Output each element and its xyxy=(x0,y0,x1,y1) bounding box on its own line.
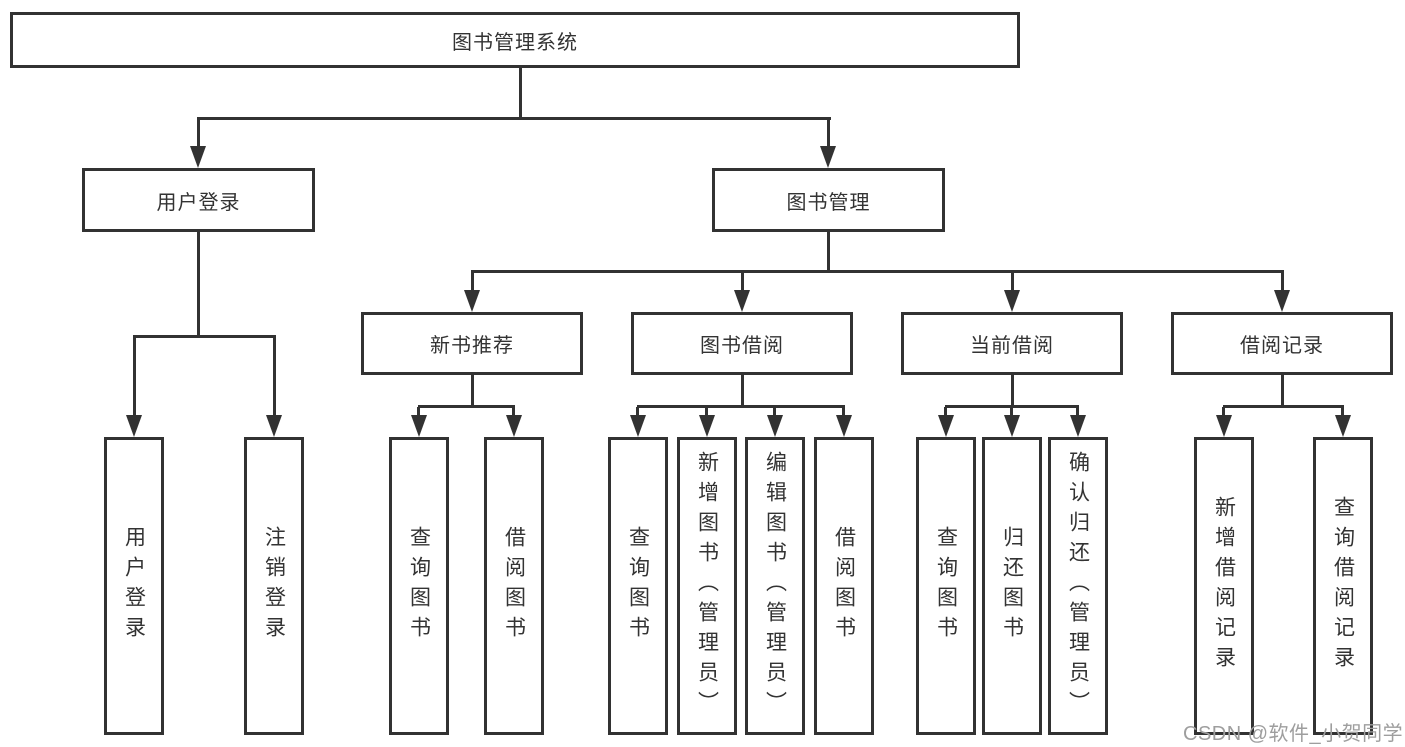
node-user-login-branch-label: 用户登录 xyxy=(156,191,241,214)
arrowhead-g4-leaf2-icon xyxy=(1004,415,1020,437)
node-root-label: 图书管理系统 xyxy=(452,31,578,54)
connector-current-borrow-drop xyxy=(1011,272,1014,290)
leaf-query-books-current: 查询图书 xyxy=(916,437,976,735)
node-borrowing-records: 借阅记录 xyxy=(1171,312,1393,375)
arrowhead-borrow-records-icon xyxy=(1274,290,1290,312)
connector-root-stem xyxy=(519,66,522,118)
leaf-confirm-return-admin: 确认归还（管理员） xyxy=(1048,437,1108,735)
connector-current-borrow-stem xyxy=(1011,374,1014,405)
leaf-query-borrow-record: 查询借阅记录 xyxy=(1313,437,1373,735)
leaf-add-book-admin: 新增图书（管理员） xyxy=(677,437,737,735)
connector-leaf-user-login-drop xyxy=(133,337,136,415)
leaf-edit-book-admin-label: 编辑图书（管理员） xyxy=(763,451,787,721)
connector-user-login-bar xyxy=(133,335,276,338)
connector-user-login-drop xyxy=(197,119,200,147)
node-borrowing-records-label: 借阅记录 xyxy=(1240,335,1324,357)
node-book-borrowing: 图书借阅 xyxy=(631,312,853,375)
connector-borrow-records-drop xyxy=(1281,272,1284,290)
arrowhead-g5-leaf2-icon xyxy=(1335,415,1351,437)
connector-level2-bar xyxy=(197,117,831,120)
node-current-borrowing-label: 当前借阅 xyxy=(970,335,1054,357)
leaf-return-book-label: 归还图书 xyxy=(1000,526,1024,646)
connector-borrow-records-stem xyxy=(1281,374,1284,405)
leaf-query-borrow-record-label: 查询借阅记录 xyxy=(1331,496,1355,676)
connector-book-mgmt-drop xyxy=(827,119,830,147)
connector-new-book-stem xyxy=(471,374,474,405)
connector-g3-leaf1-drop xyxy=(636,407,639,416)
connector-leaf-logout-drop xyxy=(273,337,276,415)
connector-g3-leaf2-drop xyxy=(705,407,708,416)
arrowhead-new-book-icon xyxy=(464,290,480,312)
connector-new-book-bar xyxy=(418,405,515,408)
leaf-add-borrow-record-label: 新增借阅记录 xyxy=(1212,496,1236,676)
arrowhead-g3-leaf1-icon xyxy=(630,415,646,437)
connector-book-borrow-bar xyxy=(637,405,845,408)
csdn-watermark: CSDN @软件_小贺同学 xyxy=(1183,723,1404,745)
leaf-confirm-return-admin-label: 确认归还（管理员） xyxy=(1066,451,1090,721)
connector-g2-leaf2-drop xyxy=(512,407,515,416)
leaf-add-book-admin-label: 新增图书（管理员） xyxy=(695,451,719,721)
arrowhead-book-mgmt-icon xyxy=(820,146,836,168)
arrowhead-book-borrow-icon xyxy=(734,290,750,312)
connector-g4-leaf1-drop xyxy=(944,407,947,416)
node-root-system: 图书管理系统 xyxy=(10,12,1020,68)
leaf-query-books-current-label: 查询图书 xyxy=(934,526,958,646)
connector-book-borrow-stem xyxy=(741,374,744,405)
node-new-book-recommend-label: 新书推荐 xyxy=(430,335,514,357)
arrowhead-g4-leaf3-icon xyxy=(1070,415,1086,437)
leaf-logout: 注销登录 xyxy=(244,437,304,735)
arrowhead-g5-leaf1-icon xyxy=(1216,415,1232,437)
leaf-borrow-books-borrowing-label: 借阅图书 xyxy=(832,526,856,646)
leaf-borrow-books-recommend: 借阅图书 xyxy=(484,437,544,735)
arrowhead-leaf-logout-icon xyxy=(266,415,282,437)
connector-g3-leaf4-drop xyxy=(842,407,845,416)
leaf-borrow-books-recommend-label: 借阅图书 xyxy=(502,526,526,646)
node-user-login-branch: 用户登录 xyxy=(82,168,315,232)
connector-g2-leaf1-drop xyxy=(417,407,420,416)
leaf-add-borrow-record: 新增借阅记录 xyxy=(1194,437,1254,735)
node-current-borrowing: 当前借阅 xyxy=(901,312,1123,375)
connector-book-mgmt-stem xyxy=(827,231,830,270)
arrowhead-g3-leaf2-icon xyxy=(699,415,715,437)
arrowhead-g2-leaf2-icon xyxy=(506,415,522,437)
node-book-management-branch-label: 图书管理 xyxy=(786,191,871,214)
connector-level3-bar xyxy=(471,270,1284,273)
connector-book-borrow-drop xyxy=(741,272,744,290)
arrowhead-g3-leaf3-icon xyxy=(767,415,783,437)
arrowhead-g2-leaf1-icon xyxy=(411,415,427,437)
node-book-borrowing-label: 图书借阅 xyxy=(700,335,784,357)
node-new-book-recommend: 新书推荐 xyxy=(361,312,583,375)
leaf-logout-label: 注销登录 xyxy=(262,526,286,646)
connector-g4-leaf3-drop xyxy=(1076,407,1079,416)
arrowhead-leaf-user-login-icon xyxy=(126,415,142,437)
connector-current-borrow-bar xyxy=(945,405,1079,408)
arrowhead-current-borrow-icon xyxy=(1004,290,1020,312)
leaf-query-books-borrowing: 查询图书 xyxy=(608,437,668,735)
arrowhead-user-login-icon xyxy=(190,146,206,168)
leaf-query-books-recommend: 查询图书 xyxy=(389,437,449,735)
connector-user-login-stem xyxy=(197,231,200,335)
leaf-edit-book-admin: 编辑图书（管理员） xyxy=(745,437,805,735)
connector-new-book-drop xyxy=(471,272,474,290)
arrowhead-g4-leaf1-icon xyxy=(938,415,954,437)
connector-g5-leaf2-drop xyxy=(1341,407,1344,416)
connector-g5-leaf1-drop xyxy=(1222,407,1225,416)
node-book-management-branch: 图书管理 xyxy=(712,168,945,232)
leaf-borrow-books-borrowing: 借阅图书 xyxy=(814,437,874,735)
connector-g3-leaf3-drop xyxy=(773,407,776,416)
leaf-query-books-recommend-label: 查询图书 xyxy=(407,526,431,646)
leaf-return-book: 归还图书 xyxy=(982,437,1042,735)
connector-g4-leaf2-drop xyxy=(1010,407,1013,416)
leaf-user-login: 用户登录 xyxy=(104,437,164,735)
leaf-query-books-borrowing-label: 查询图书 xyxy=(626,526,650,646)
connector-borrow-records-bar xyxy=(1223,405,1344,408)
leaf-user-login-label: 用户登录 xyxy=(122,526,146,646)
arrowhead-g3-leaf4-icon xyxy=(836,415,852,437)
